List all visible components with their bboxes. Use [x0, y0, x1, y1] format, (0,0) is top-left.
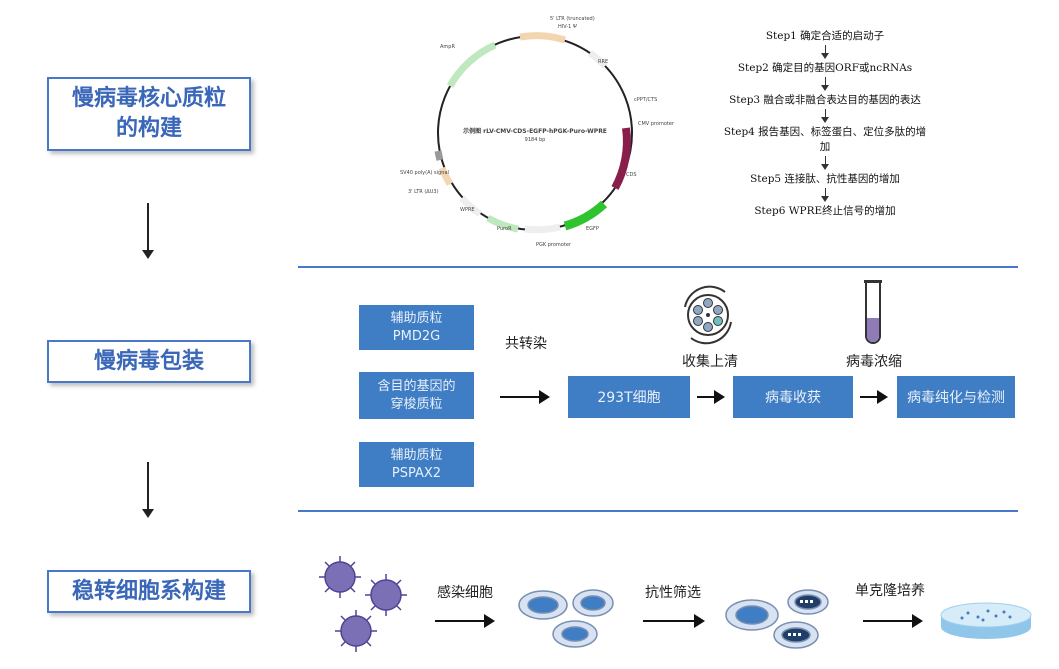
- culture-dish-icon: [940, 602, 1032, 639]
- concentrate-label: 病毒浓缩: [846, 354, 902, 370]
- label-puror: PuroR: [497, 226, 512, 232]
- virus-particles-icon: [319, 556, 407, 652]
- stage-packaging-label: 慢病毒包装: [93, 348, 204, 374]
- harvest-arrow: [697, 390, 725, 404]
- helper-plasmid-pspax2: 辅助质粒 PSPAX2: [359, 442, 474, 487]
- label-egfp: EGFP: [586, 226, 599, 232]
- helper1-line2: PMD2G: [392, 328, 441, 344]
- helper2-line1: 辅助质粒: [390, 447, 443, 463]
- harvest-box: 病毒收获: [733, 376, 853, 418]
- transfer-line2: 穿梭质粒: [390, 396, 443, 412]
- transfer-plasmid: 含目的基因的 穿梭质粒: [359, 372, 474, 419]
- helper1-line1: 辅助质粒: [390, 310, 443, 326]
- purify-arrow: [860, 390, 888, 404]
- step-arrow: [820, 156, 829, 170]
- plasmid-map: 示例图 rLV-CMV-CDS-EGFP-hPGK-Puro-WPRE 9184…: [400, 16, 675, 248]
- label-sv40: SV40 poly(A) signal: [400, 170, 449, 176]
- stage-packaging: 慢病毒包装: [47, 340, 251, 383]
- step-3: Step3 融合或非融合表达目的基因的表达: [729, 94, 921, 106]
- stage-core-plasmid: 慢病毒核心质粒 的构建: [47, 77, 251, 151]
- stage-core-plasmid-line2: 的构建: [115, 116, 182, 141]
- label-pgk: PGK promoter: [536, 242, 572, 248]
- label-wpre: WPRE: [460, 207, 475, 213]
- purify-box: 病毒纯化与检测: [897, 376, 1015, 418]
- label-cmv: CMV promoter: [638, 121, 675, 127]
- step-arrow: [820, 45, 829, 59]
- clone-label: 单克隆培养: [855, 583, 925, 599]
- clone-arrow: [863, 614, 923, 628]
- label-ltr5: 5' LTR (truncated): [550, 16, 595, 22]
- select-arrow: [643, 614, 705, 628]
- plasmid-title: 示例图 rLV-CMV-CDS-EGFP-hPGK-Puro-WPRE: [463, 127, 607, 135]
- centrifuge-icon: [684, 285, 732, 345]
- label-ampr: AmpR: [440, 44, 455, 50]
- divider-bottom: [298, 510, 1018, 512]
- step-6: Step6 WPRE终止信号的增加: [754, 205, 896, 217]
- cotransfect-arrow: [500, 390, 550, 404]
- helper2-line2: PSPAX2: [391, 465, 442, 481]
- label-hiv: HIV-1 Ψ: [558, 24, 577, 30]
- divider-top: [298, 266, 1018, 268]
- select-label: 抗性筛选: [645, 585, 701, 601]
- down-arrow-1: [142, 203, 154, 259]
- helper-plasmid-pmd2g: 辅助质粒 PMD2G: [359, 305, 474, 350]
- label-cds: CDS: [626, 172, 637, 178]
- purify-label: 病毒纯化与检测: [907, 390, 1005, 406]
- down-arrow-2: [142, 462, 154, 518]
- construction-steps: Step1 确定合适的启动子 Step2 确定目的基因ORF或ncRNAs St…: [720, 28, 930, 218]
- label-cppt: cPPT/CTS: [634, 97, 657, 103]
- step-2: Step2 确定目的基因ORF或ncRNAs: [737, 62, 913, 74]
- step-arrow: [820, 109, 829, 123]
- harvest-label: 病毒收获: [765, 390, 821, 406]
- stage-stable-line: 稳转细胞系构建: [47, 570, 251, 613]
- label-rre: RRE: [598, 59, 608, 65]
- infected-cells-icon: [518, 589, 614, 648]
- cell-293t-label: 293T细胞: [597, 390, 661, 406]
- stage-stable-line-label: 稳转细胞系构建: [71, 578, 226, 604]
- supernatant-label: 收集上清: [682, 354, 738, 370]
- selected-cells-icon: [725, 589, 829, 649]
- transfer-line1: 含目的基因的: [377, 378, 456, 394]
- infect-label: 感染细胞: [437, 585, 493, 601]
- test-tube-icon: [864, 280, 882, 344]
- cell-293t-box: 293T细胞: [568, 376, 690, 418]
- step-5: Step5 连接肽、抗性基因的增加: [750, 173, 900, 185]
- cotransfect-label: 共转染: [505, 336, 547, 352]
- label-ltr3: 3' LTR (ΔU3): [408, 189, 439, 195]
- step-1: Step1 确定合适的启动子: [765, 30, 885, 42]
- step-arrow: [820, 188, 829, 202]
- step-4: Step4 报告基因、标签蛋白、定位多肽的增加: [723, 126, 927, 153]
- step-arrow: [820, 77, 829, 91]
- stage-core-plasmid-line1: 慢病毒核心质粒: [71, 86, 226, 111]
- infect-arrow: [435, 614, 495, 628]
- plasmid-size: 9184 bp: [525, 137, 546, 143]
